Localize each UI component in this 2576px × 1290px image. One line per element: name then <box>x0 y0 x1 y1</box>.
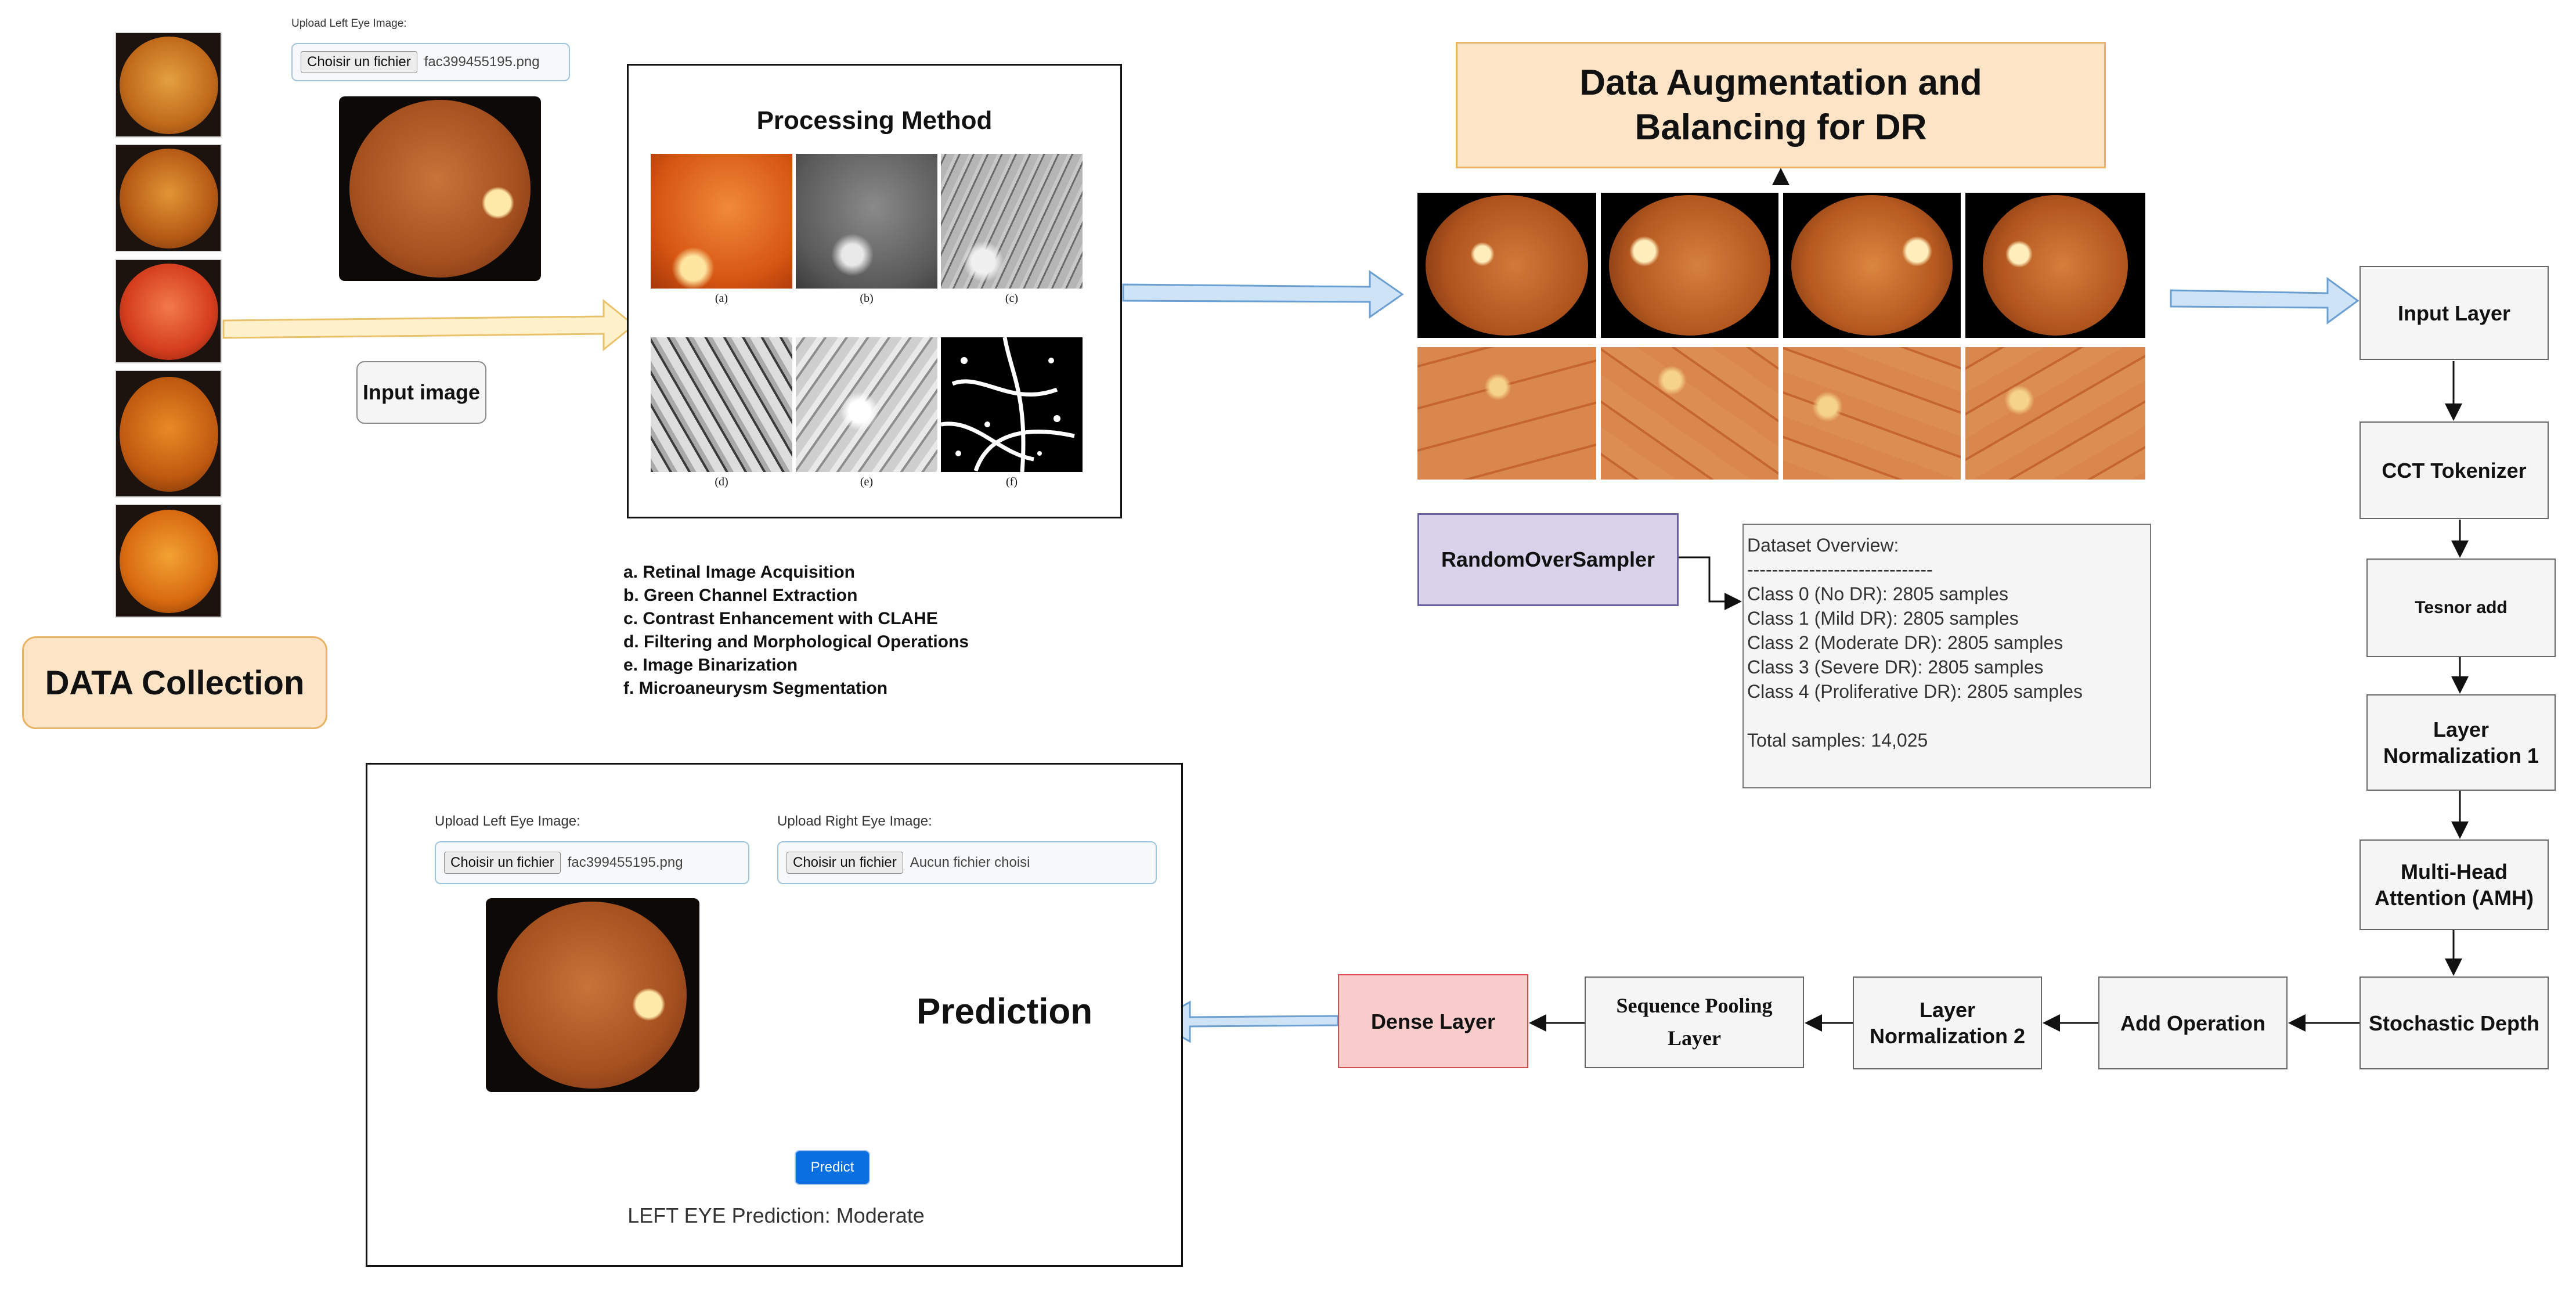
upload-left-label: Upload Left Eye Image: <box>435 813 580 829</box>
prediction-result: LEFT EYE Prediction: Moderate <box>627 1203 925 1227</box>
augmented-image <box>1965 193 2145 338</box>
upload-left-field[interactable]: Choisir un fichier fac399455195.png <box>291 43 570 81</box>
caption-a: (a) <box>715 292 728 305</box>
upload-left-field[interactable]: Choisir un fichier fac399455195.png <box>435 841 749 884</box>
sequence-pooling-node: Sequence Pooling Layer <box>1585 976 1804 1068</box>
dataset-overview-line: Class 4 (Proliferative DR): 2805 samples <box>1747 681 2083 702</box>
dataset-overview-divider: ------------------------------ <box>1747 559 1933 580</box>
upload-right-label: Upload Right Eye Image: <box>777 813 932 829</box>
processing-image-d <box>651 337 792 472</box>
dataset-overview-line: Class 3 (Severe DR): 2805 samples <box>1747 657 2044 678</box>
processing-method-panel: Processing Method (a) (b) (c) (d) (e) (f… <box>627 64 1122 518</box>
processing-step: e. Image Binarization <box>623 655 798 675</box>
dataset-overview-line: Class 2 (Moderate DR): 2805 samples <box>1747 632 2063 653</box>
dataset-overview-box: Dataset Overview: ----------------------… <box>1742 524 2151 788</box>
dataset-overview-title: Dataset Overview: <box>1747 535 1899 556</box>
stochastic-depth-node: Stochastic Depth <box>2359 976 2549 1069</box>
tensor-add-node: Tesnor add <box>2366 558 2556 657</box>
caption-c: (c) <box>1005 292 1019 305</box>
layer-normalization-2-node: Layer Normalization 2 <box>1853 976 2042 1069</box>
input-image-label: Input image <box>356 361 486 424</box>
processing-method-title: Processing Method <box>756 106 993 135</box>
augmented-image <box>1783 193 1961 338</box>
prediction-panel: Upload Left Eye Image: Choisir un fichie… <box>366 763 1183 1267</box>
processing-image-e <box>796 337 937 472</box>
segmentation-mask <box>941 337 1075 472</box>
processing-image-a <box>651 154 792 289</box>
right-filename: Aucun fichier choisi <box>910 855 1030 870</box>
predict-button[interactable]: Predict <box>795 1150 870 1185</box>
augmented-image <box>1965 347 2145 480</box>
choose-right-file-button[interactable]: Choisir un fichier <box>786 852 903 874</box>
processing-step: c. Contrast Enhancement with CLAHE <box>623 609 938 628</box>
upload-right-field[interactable]: Choisir un fichier Aucun fichier choisi <box>777 841 1157 884</box>
processing-step: f. Microaneurysm Segmentation <box>623 679 888 698</box>
dataset-thumbnail <box>115 504 222 618</box>
multi-head-attention-node: Multi-Head Attention (AMH) <box>2359 839 2549 930</box>
left-filename: fac399455195.png <box>567 855 683 870</box>
augmented-image <box>1783 347 1961 480</box>
add-operation-node: Add Operation <box>2098 976 2288 1069</box>
dataset-thumbnail <box>115 259 222 363</box>
processing-image-f <box>941 337 1083 472</box>
uploaded-eye-preview <box>339 96 541 281</box>
prediction-title: Prediction <box>917 992 1093 1032</box>
processing-steps-list: a. Retinal Image Acquisition b. Green Ch… <box>623 561 969 700</box>
choose-file-button[interactable]: Choisir un fichier <box>301 51 417 73</box>
caption-b: (b) <box>860 292 874 305</box>
processing-step: b. Green Channel Extraction <box>623 586 858 605</box>
arrow-to-processing <box>222 298 636 352</box>
choose-left-file-button[interactable]: Choisir un fichier <box>444 852 561 874</box>
arrow-to-input-layer <box>2170 277 2359 325</box>
dense-layer-node: Dense Layer <box>1338 974 1528 1068</box>
augmented-image <box>1417 347 1596 480</box>
dataset-overview-line: Class 0 (No DR): 2805 samples <box>1747 583 2008 604</box>
random-over-sampler: RandomOverSampler <box>1417 513 1679 606</box>
arrow-to-augmentation <box>1122 270 1404 319</box>
dataset-thumbnail <box>115 32 222 138</box>
layer-normalization-1-node: Layer Normalization 1 <box>2366 694 2556 791</box>
processing-image-c <box>941 154 1083 289</box>
data-augmentation-title: Data Augmentation and Balancing for DR <box>1456 42 2106 168</box>
upload-left-label: Upload Left Eye Image: <box>291 17 407 30</box>
processing-step: d. Filtering and Morphological Operation… <box>623 632 969 651</box>
dataset-overview-total: Total samples: 14,025 <box>1747 730 1928 751</box>
dataset-thumbnail <box>115 144 222 252</box>
cct-tokenizer-node: CCT Tokenizer <box>2359 421 2549 519</box>
input-layer-node: Input Layer <box>2359 266 2549 360</box>
caption-e: (e) <box>860 475 874 488</box>
dataset-overview-line: Class 1 (Mild DR): 2805 samples <box>1747 608 2019 629</box>
data-collection-label: DATA Collection <box>22 636 327 729</box>
dataset-thumbnail <box>115 370 222 498</box>
caption-f: (f) <box>1006 475 1018 488</box>
processing-image-b <box>796 154 937 289</box>
augmented-image <box>1601 347 1778 480</box>
augmented-image <box>1417 193 1596 338</box>
processing-step: a. Retinal Image Acquisition <box>623 563 855 582</box>
left-eye-preview <box>486 898 699 1092</box>
upload-filename: fac399455195.png <box>424 54 540 70</box>
caption-d: (d) <box>715 475 728 488</box>
augmented-image <box>1601 193 1778 338</box>
